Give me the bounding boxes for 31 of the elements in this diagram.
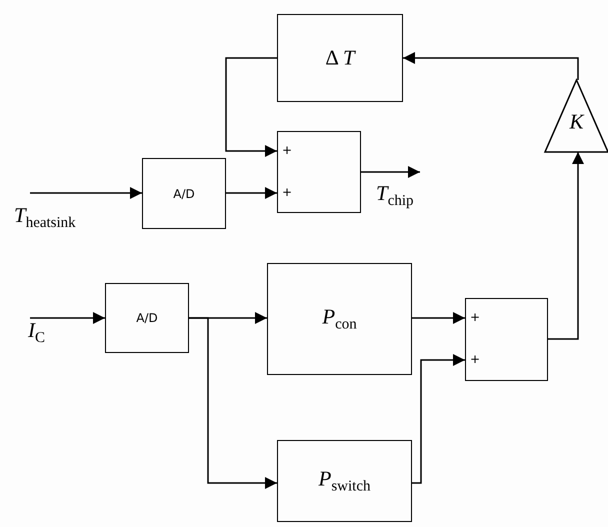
- block-box: [105, 283, 189, 353]
- arrow: [361, 166, 420, 178]
- block-box: [277, 14, 403, 102]
- signal-label: T$_{chip}$: [376, 181, 414, 210]
- arrow: [189, 317, 277, 489]
- summing-junction-box: [465, 298, 548, 381]
- signal-label: I$_{C}$: [28, 318, 46, 348]
- arrow: [412, 354, 465, 484]
- arrow: [412, 312, 465, 324]
- plus-sign: +: [282, 143, 292, 157]
- arrow: [225, 57, 277, 157]
- gain-label: K: [570, 109, 584, 134]
- arrow: [30, 187, 142, 199]
- plus-sign: +: [470, 310, 480, 324]
- block-label: Δ T: [325, 46, 355, 70]
- arrow: [226, 187, 277, 199]
- block-label: P$_{switch}$: [318, 466, 370, 496]
- block-box: [142, 158, 226, 229]
- plus-sign: +: [470, 352, 480, 366]
- arrow: [30, 312, 105, 324]
- arrow: [403, 52, 579, 80]
- arrow: [548, 152, 584, 340]
- block-label: A/D: [136, 311, 158, 325]
- block-label: P$_{con}$: [322, 304, 357, 334]
- gain-triangle: [545, 80, 608, 152]
- plus-sign: +: [282, 185, 292, 199]
- signal-label: T$_{heatsink}$: [14, 203, 76, 232]
- block-box: [277, 440, 412, 522]
- block-label: A/D: [173, 186, 195, 200]
- summing-junction-box: [277, 131, 361, 213]
- block-box: [267, 263, 412, 375]
